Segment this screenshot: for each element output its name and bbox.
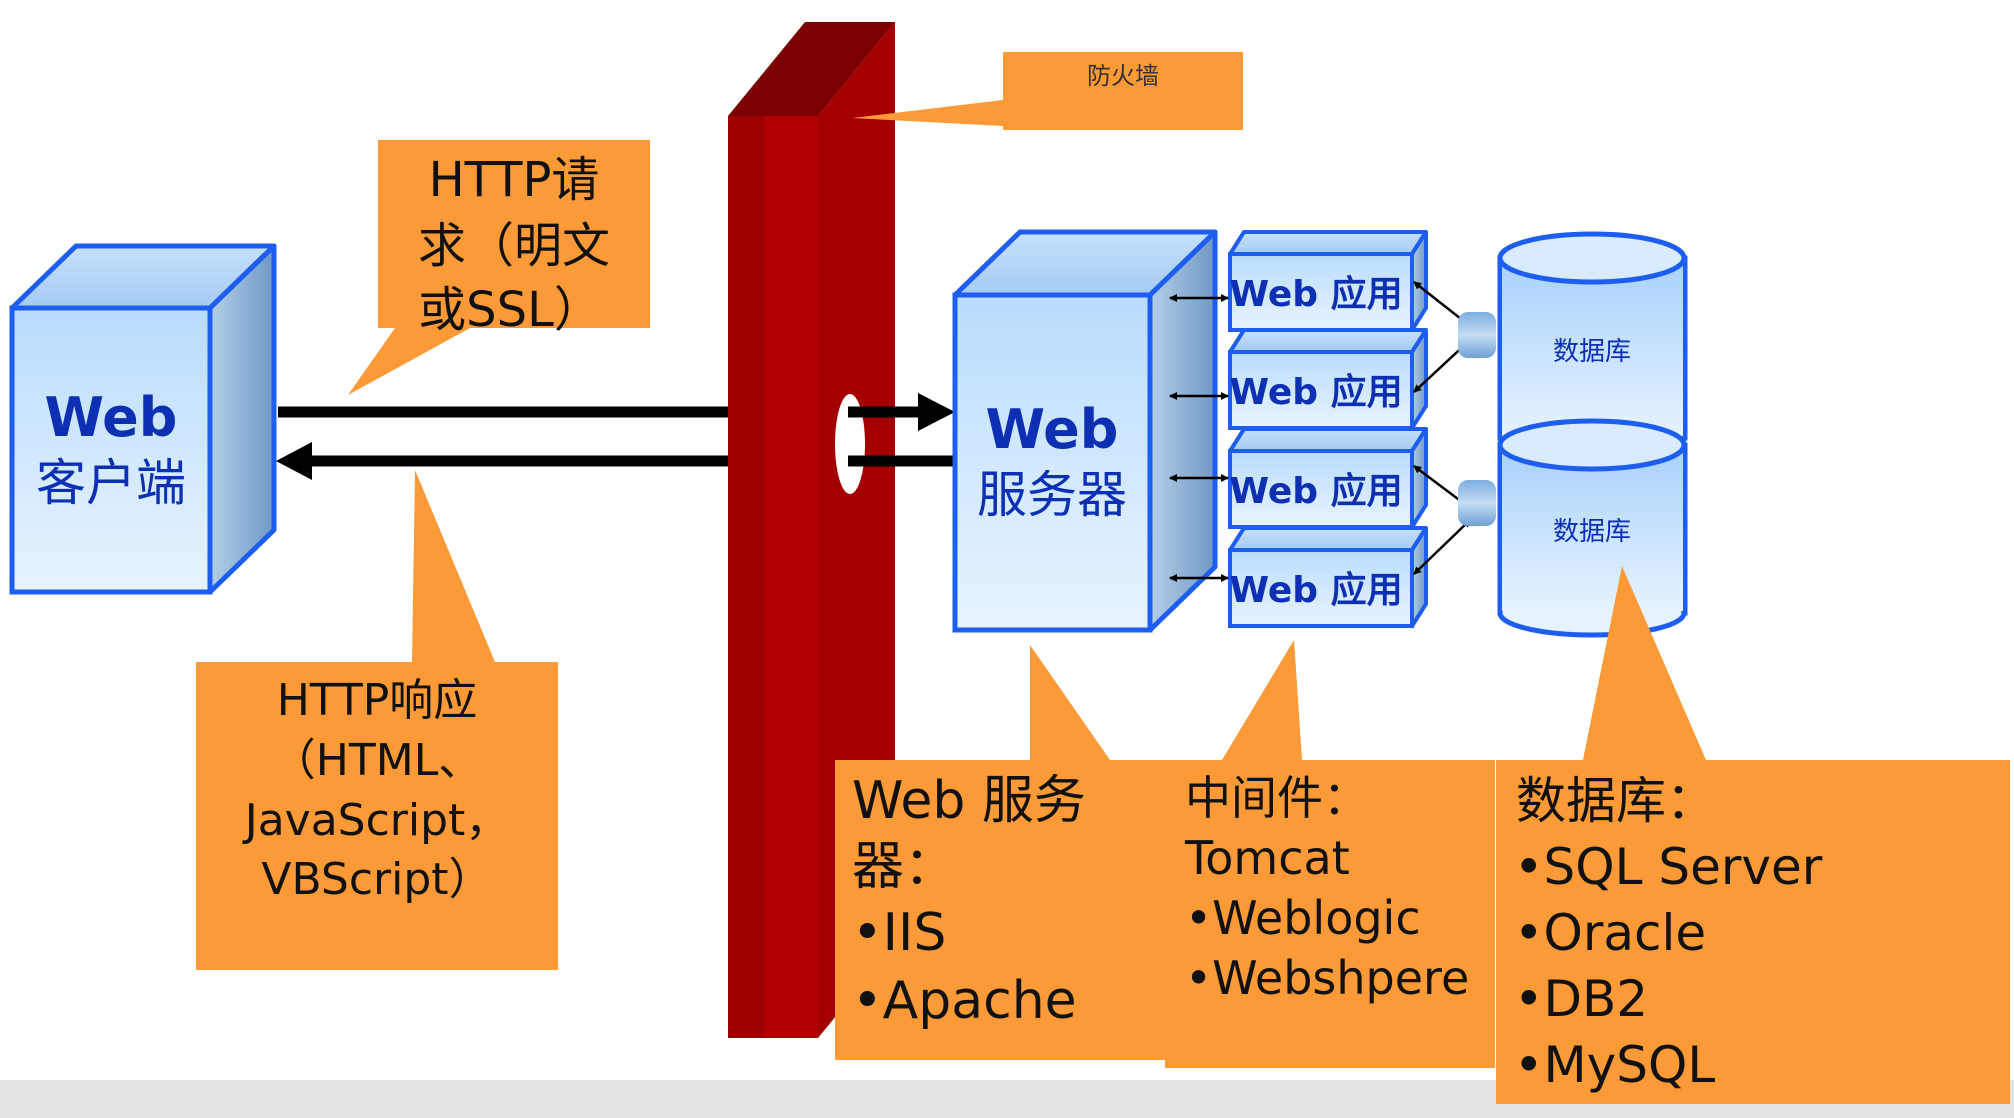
server-label-line2: 服务器 <box>977 466 1127 524</box>
firewall-callout-text: 防火墙 <box>1087 62 1159 90</box>
response-arrow-head <box>276 442 312 480</box>
response-callout-line4: VBScript） <box>261 854 492 905</box>
request-callout-line2: 求（明文 <box>418 218 610 274</box>
client-label-line2: 客户端 <box>36 454 186 512</box>
web-app-label: Web 应用 <box>1229 372 1402 413</box>
middleware-callout-line3: •Weblogic <box>1185 891 1421 945</box>
response-callout-line3: JavaScript， <box>242 795 510 846</box>
web-app-label: Web 应用 <box>1229 274 1402 315</box>
web-server-box: Web 服务器 <box>952 229 1218 633</box>
firewall-port-hole <box>835 394 865 494</box>
middleware-callout-line2: Tomcat <box>1184 831 1350 885</box>
server-label-line1: Web <box>986 398 1119 461</box>
database-callout-line2: •SQL Server <box>1514 838 1823 896</box>
database-label: 数据库 <box>1553 517 1631 547</box>
response-callout: HTTP响应 （HTML、 JavaScript， VBScript） <box>196 470 558 970</box>
web-app-stack: Web 应用 Web 应用 Web 应用 Web 应用 <box>1228 230 1428 628</box>
middleware-callout: 中间件： Tomcat •Weblogic •Webshpere <box>1165 640 1495 1068</box>
database-cylinder: 数据库 <box>1497 418 1688 638</box>
firewall-callout: 防火墙 <box>852 52 1243 130</box>
database-label: 数据库 <box>1553 337 1631 367</box>
web-app-box: Web 应用 <box>1228 230 1428 332</box>
server-callout: Web 服务 器： •IIS •Apache <box>835 645 1165 1060</box>
web-app-label: Web 应用 <box>1229 570 1402 611</box>
firewall-pass-arrows <box>848 393 955 467</box>
server-callout-line3: •IIS <box>852 903 946 963</box>
response-callout-line2: （HTML、 <box>272 735 482 786</box>
database-callout-line4: •DB2 <box>1514 970 1648 1028</box>
server-callout-line2: 器： <box>852 837 956 897</box>
server-callout-line4: •Apache <box>852 971 1077 1031</box>
request-callout-line1: HTTP请 <box>429 152 600 208</box>
request-callout: HTTP请 求（明文 或SSL） <box>348 140 650 395</box>
server-callout-line1: Web 服务 <box>852 771 1086 831</box>
database-callout-line3: •Oracle <box>1514 904 1706 962</box>
middleware-callout-line1: 中间件： <box>1185 771 1369 825</box>
server-app-arrows <box>1169 294 1229 582</box>
database-callout: 数据库： •SQL Server •Oracle •DB2 •MySQL <box>1496 566 2010 1104</box>
client-label-line1: Web <box>45 386 178 449</box>
response-callout-line1: HTTP响应 <box>277 675 478 726</box>
db-connectors <box>1458 312 1496 526</box>
web-app-box: Web 应用 <box>1228 526 1428 628</box>
request-callout-line3: 或SSL） <box>418 282 602 338</box>
http-arrows <box>276 406 730 480</box>
web-client-box: Web 客户端 <box>9 243 277 595</box>
database-callout-line1: 数据库： <box>1516 772 1716 830</box>
web-app-box: Web 应用 <box>1228 427 1428 529</box>
web-app-label: Web 应用 <box>1229 471 1402 512</box>
middleware-callout-line4: •Webshpere <box>1185 951 1469 1005</box>
database-callout-line5: •MySQL <box>1514 1036 1715 1094</box>
web-app-box: Web 应用 <box>1228 328 1428 430</box>
